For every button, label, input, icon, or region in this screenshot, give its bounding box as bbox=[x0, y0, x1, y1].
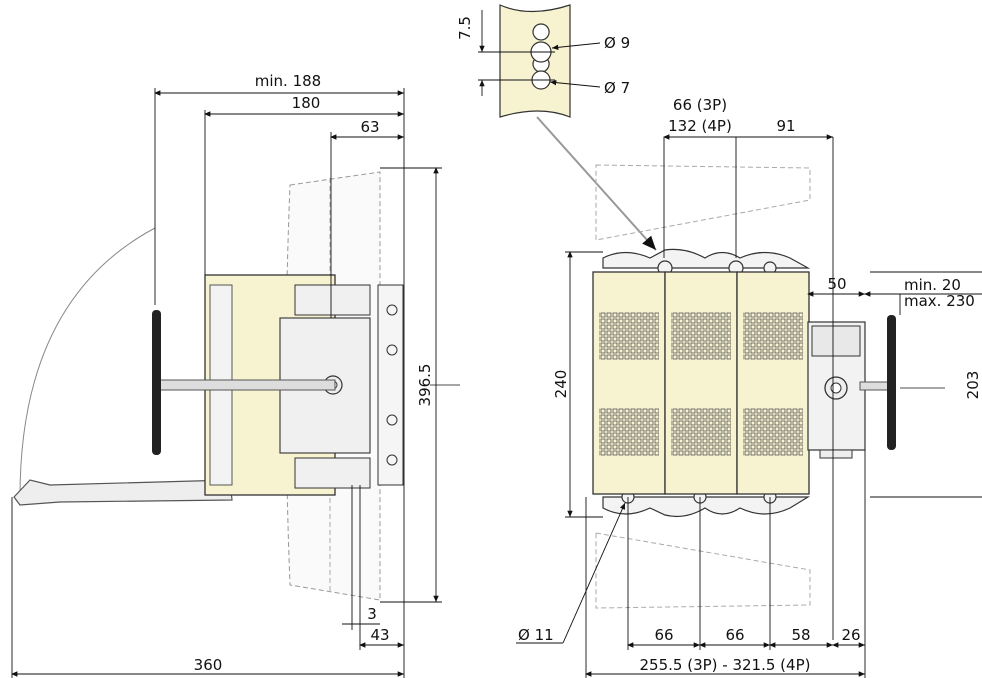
side-view: min. 188 180 63 396.5 3 43 360 bbox=[11, 72, 460, 678]
bottom-terminal bbox=[294, 457, 371, 489]
handle bbox=[152, 310, 161, 455]
dim-min20: min. 20 bbox=[904, 276, 961, 294]
hole-detail: 7.5 Ø 9 Ø 7 bbox=[456, 4, 657, 251]
dim-phi7: Ø 7 bbox=[604, 79, 630, 97]
dim-phi9: Ø 9 bbox=[604, 34, 630, 52]
dim-180: 180 bbox=[292, 94, 321, 112]
dim-132-4p: 132 (4P) bbox=[668, 117, 732, 135]
bottom-lugs bbox=[602, 496, 811, 518]
dim-91: 91 bbox=[776, 117, 795, 135]
pole-1 bbox=[592, 271, 666, 495]
dim-3965: 396.5 bbox=[416, 364, 434, 407]
dim-total: 255.5 (3P) - 321.5 (4P) bbox=[640, 656, 811, 674]
dim-min188: min. 188 bbox=[255, 72, 321, 90]
dim-bottom-58: 58 bbox=[791, 626, 810, 644]
door-panel bbox=[13, 479, 233, 506]
shaft bbox=[154, 379, 336, 391]
front-view: 66 (3P) 132 (4P) 91 240 50 min. 20 max. … bbox=[516, 96, 982, 678]
dim-phi11: Ø 11 bbox=[518, 626, 554, 644]
dim-3: 3 bbox=[367, 605, 377, 623]
dim-203: 203 bbox=[964, 371, 982, 400]
dim-360: 360 bbox=[194, 656, 223, 674]
top-terminal bbox=[294, 284, 371, 316]
rotation-arc bbox=[19, 227, 156, 498]
pole-3 bbox=[736, 271, 810, 495]
mounting-rail bbox=[377, 284, 404, 486]
dim-max230: max. 230 bbox=[904, 292, 975, 310]
shaft-front bbox=[859, 381, 891, 391]
handle-front bbox=[887, 315, 896, 450]
ghost-cover-top bbox=[595, 164, 811, 241]
dim-75: 7.5 bbox=[456, 16, 474, 40]
dim-63: 63 bbox=[360, 118, 379, 136]
dim-66-3p: 66 (3P) bbox=[673, 96, 727, 114]
dim-bottom-66a: 66 bbox=[654, 626, 673, 644]
dim-50: 50 bbox=[827, 275, 846, 293]
dim-43: 43 bbox=[370, 626, 389, 644]
top-lugs bbox=[602, 248, 811, 269]
dim-bottom-26: 26 bbox=[841, 626, 860, 644]
pole-2 bbox=[664, 271, 738, 495]
dim-240: 240 bbox=[552, 370, 570, 399]
ghost-cover-bottom bbox=[595, 532, 811, 609]
dim-bottom-66b: 66 bbox=[725, 626, 744, 644]
